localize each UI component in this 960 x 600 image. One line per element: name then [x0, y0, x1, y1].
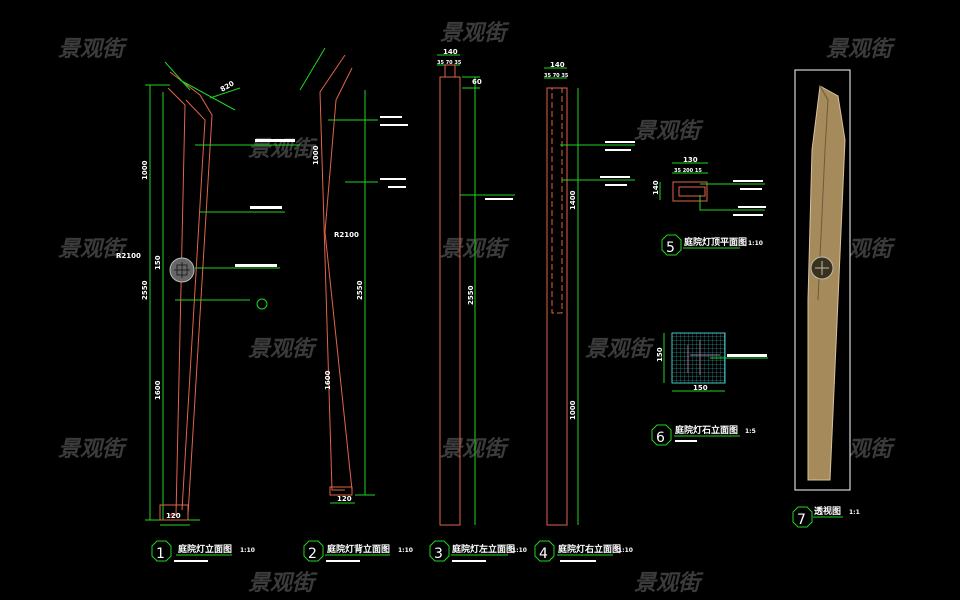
- view-title-6: 6 庭院灯石立面图 1:5: [651, 424, 756, 446]
- label-text: 1:1: [849, 509, 860, 516]
- label-text: 120: [337, 495, 352, 503]
- label-text: R2100: [334, 231, 359, 239]
- watermark-text: 景观街: [248, 571, 318, 596]
- label-text: 150: [154, 255, 162, 270]
- label-text: 2550: [141, 280, 149, 300]
- label-text: 庭院灯顶平面图: [684, 236, 747, 248]
- watermark-text: 景观街: [58, 37, 128, 62]
- label-text: 3: [434, 546, 443, 562]
- label-text: 35 200 15: [674, 168, 702, 174]
- watermark-text: 景观街: [634, 119, 704, 144]
- label-text: 1600: [324, 370, 332, 390]
- label-text: 1:10: [618, 547, 633, 554]
- label-text: 140: [550, 61, 565, 69]
- view-6-stone-elevation: 150 150: [656, 332, 768, 392]
- label-text: 1:10: [748, 240, 763, 247]
- label-text: 2: [308, 546, 317, 562]
- label-text: 透视图: [814, 505, 841, 517]
- view-4-right-elevation: 140 35 70 35 1400 1000: [544, 61, 635, 526]
- view-title-7: 7 透视图 1:1: [792, 505, 860, 528]
- label-text: 1:10: [240, 547, 255, 554]
- view-1-front-elevation: 1000 2550 1600 150 120 R2100 820: [116, 61, 300, 526]
- label-text: 庭院灯背立面图: [327, 543, 390, 555]
- view-title-2: 2 庭院灯背立面图 1:10: [303, 540, 413, 562]
- label-text: 5: [666, 240, 675, 256]
- view-3-left-elevation: 140 35 70 35 60 2550: [437, 48, 515, 526]
- watermark-text: 景观街: [58, 437, 128, 462]
- label-text: 1000: [569, 400, 577, 420]
- watermark-text: 景观街: [585, 337, 655, 362]
- label-text: 35 70 35: [544, 73, 569, 79]
- label-text: 1000: [312, 145, 320, 165]
- label-text: 2550: [356, 280, 364, 300]
- watermarks: 景观街 景观街 景观街 景观街 景观街 景观街 景观街 景观街 景观街 景观街 …: [58, 21, 896, 596]
- view-title-3: 3 庭院灯左立面图 1:10: [429, 540, 527, 562]
- label-text: 1: [156, 546, 165, 562]
- label-text: 120: [166, 512, 181, 520]
- watermark-text: 景观街: [634, 571, 704, 596]
- label-text: 140: [443, 48, 458, 56]
- watermark-text: 景观街: [826, 37, 896, 62]
- label-text: 150: [693, 384, 708, 392]
- view-2-back-elevation: 2550 R2100 120 1000 1600: [299, 47, 408, 504]
- label-text: R2100: [116, 252, 141, 260]
- label-text: 1:10: [512, 547, 527, 554]
- label-text: 庭院灯左立面图: [452, 543, 515, 555]
- label-text: 庭院灯石立面图: [675, 424, 738, 436]
- label-text: 60: [472, 78, 482, 86]
- label-text: 130: [683, 156, 698, 164]
- view-title-4: 4 庭院灯右立面图 1:10: [534, 540, 633, 562]
- label-text: 1400: [569, 190, 577, 210]
- label-text: 150: [656, 347, 664, 362]
- label-text: 4: [539, 546, 548, 562]
- label-text: 庭院灯立面图: [178, 543, 232, 555]
- watermark-text: 景观街: [58, 237, 128, 262]
- view-7-perspective: [794, 69, 851, 491]
- label-text: 820: [219, 79, 236, 93]
- label-text: 140: [652, 180, 660, 195]
- label-text: 35 70 35: [437, 60, 462, 66]
- label-text: 1600: [154, 380, 162, 400]
- label-text: 1:10: [398, 547, 413, 554]
- watermark-text: 景观街: [440, 21, 510, 46]
- view-5-top-plan: 130 35 200 15 140: [652, 156, 766, 216]
- label-text: 6: [656, 430, 665, 446]
- view-title-5: 5 庭院灯顶平面图 1:10: [661, 234, 763, 256]
- label-text: 1000: [141, 160, 149, 180]
- view-title-1: 1 庭院灯立面图 1:10: [151, 540, 255, 562]
- label-text: 7: [797, 512, 806, 528]
- label-text: 1:5: [745, 428, 756, 435]
- label-text: 2550: [467, 285, 475, 305]
- watermark-text: 景观街: [248, 337, 318, 362]
- label-text: 庭院灯右立面图: [558, 543, 621, 555]
